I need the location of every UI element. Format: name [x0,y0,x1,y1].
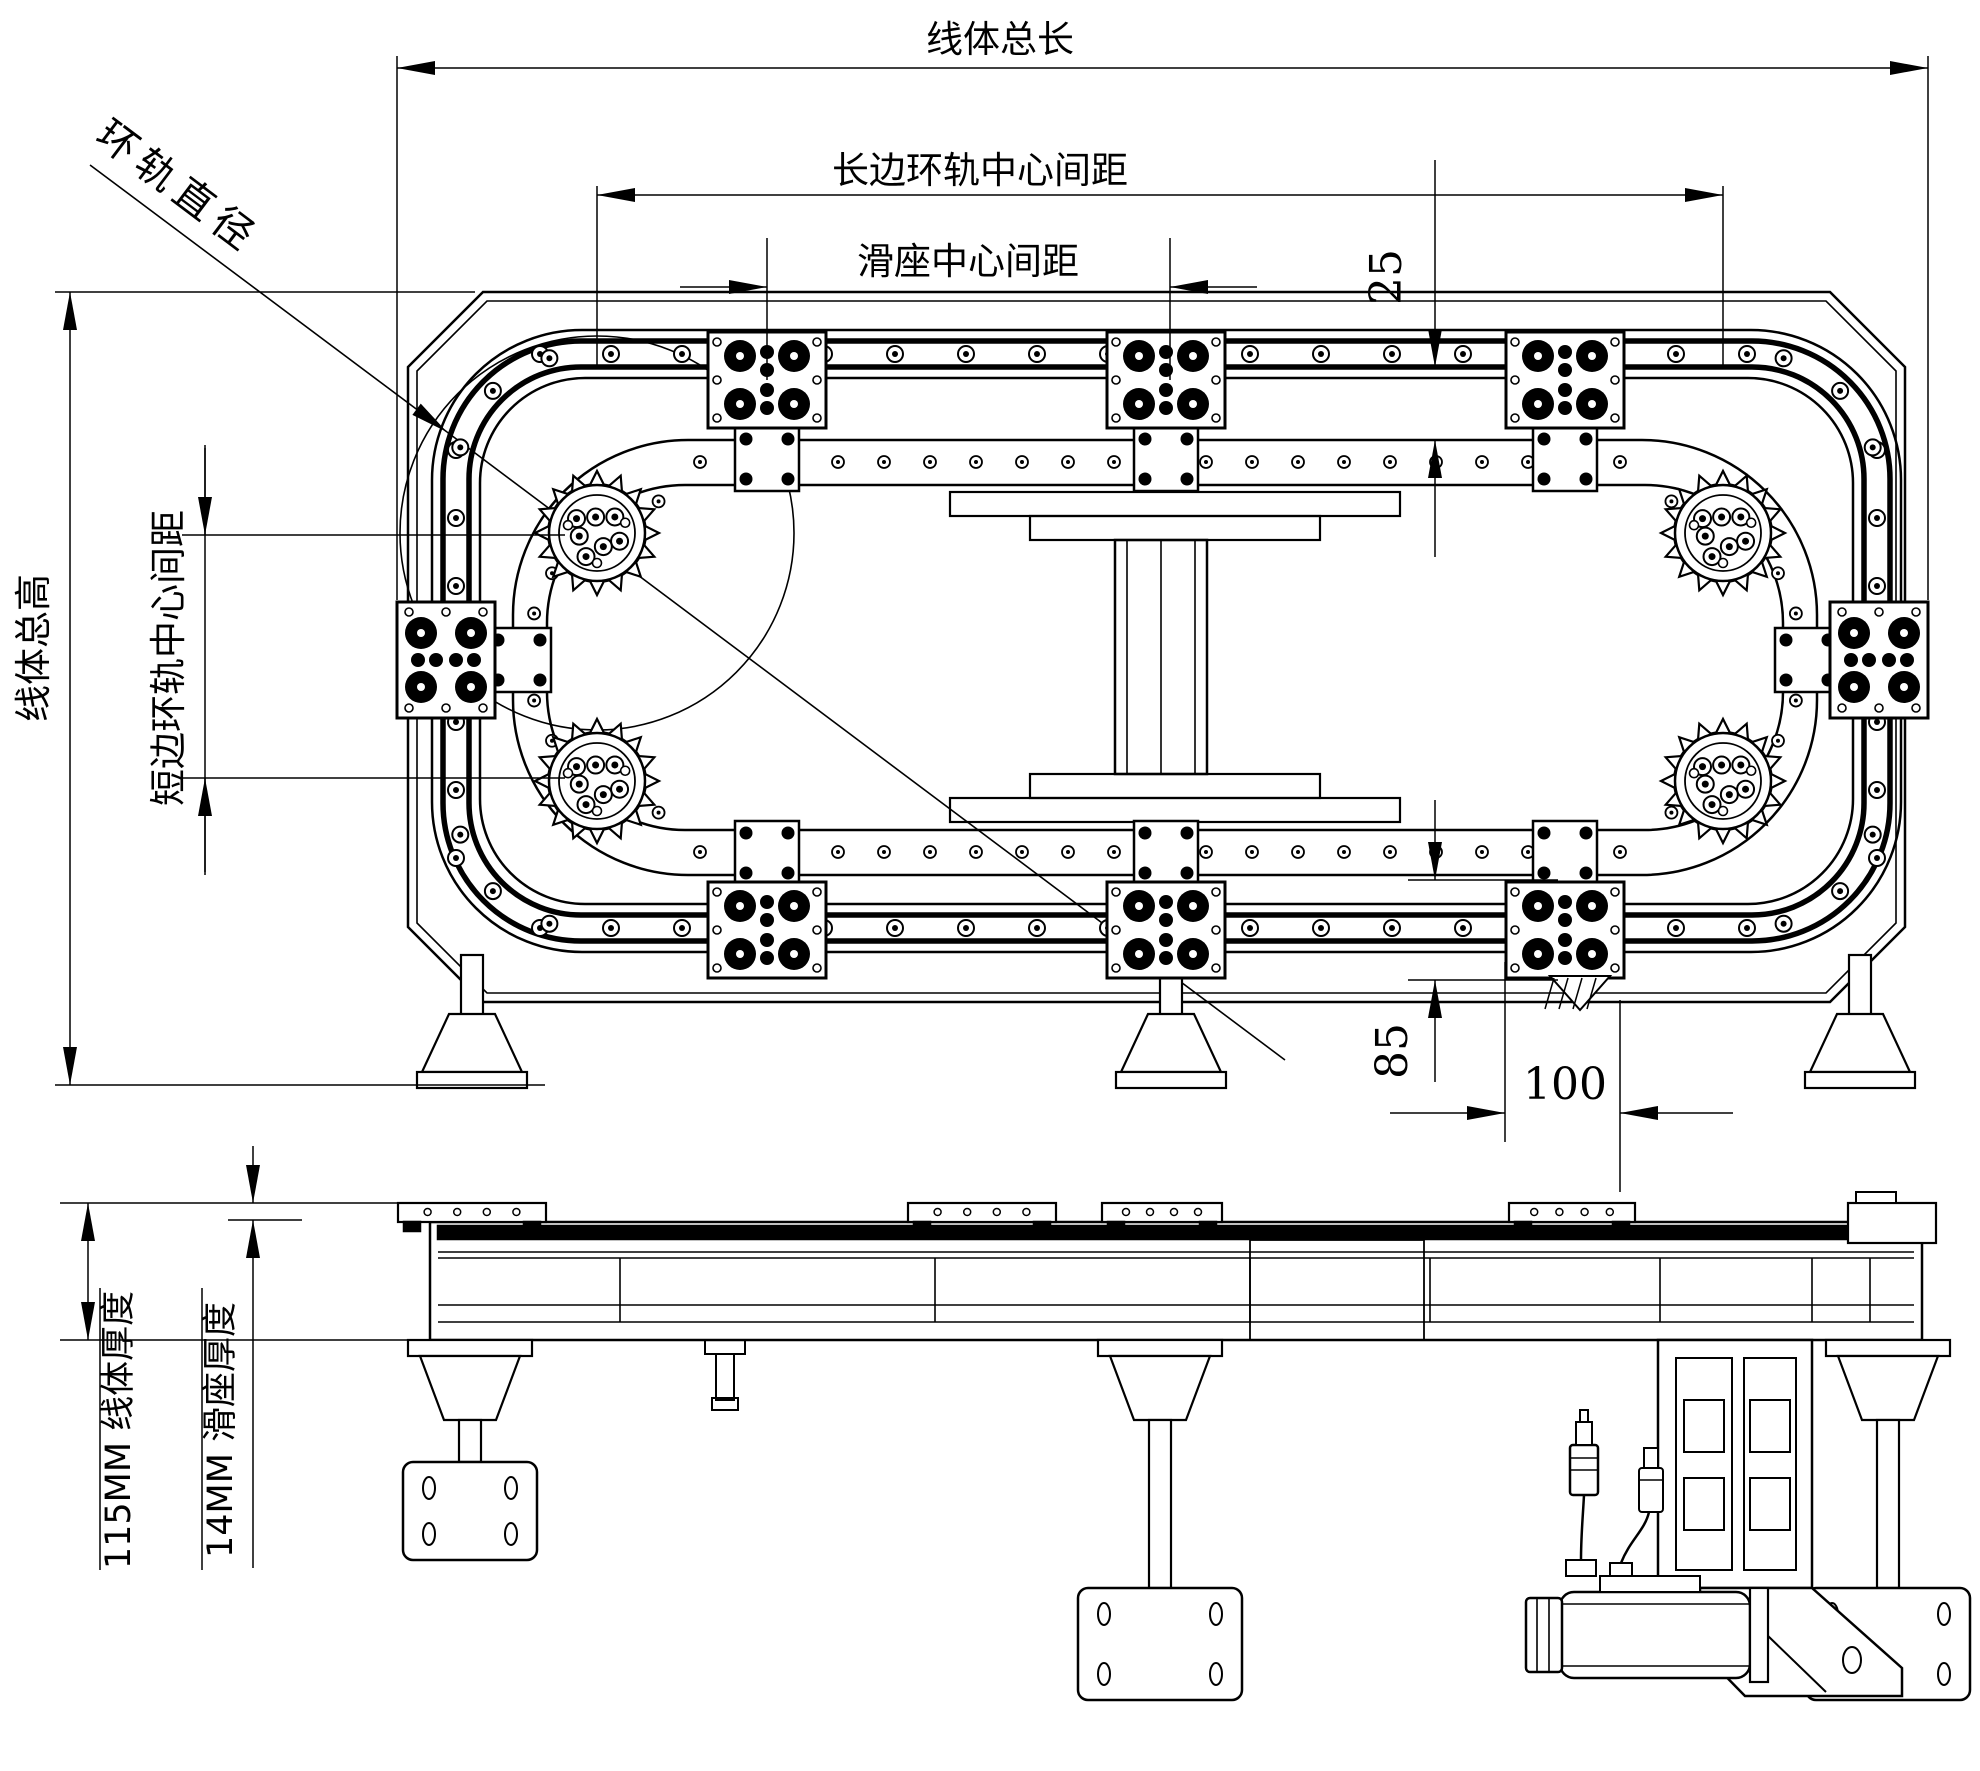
dim-label-slider-center-distance: 滑座中心间距 [857,240,1079,283]
dim-label-short-side-center-distance: 短边环轨中心间距 [147,510,190,806]
slider-plate-side [1100,1201,1224,1233]
dim-label-body-thickness: 115MM 线体厚度 [99,1291,139,1569]
sprocket-wheel [532,468,662,598]
dimensions-plan [55,56,1929,1192]
stand-leg-side [1076,1338,1244,1702]
inner-track-band [511,438,1819,877]
slider-carriage [395,600,497,720]
dim-label-total-height: 线体总高 [12,574,55,722]
dim-label-25: 25 [1361,249,1412,305]
bolt-detail-side [704,1339,746,1411]
dim-label-100: 100 [1523,1059,1607,1110]
dim-label-total-length: 线体总长 [926,18,1074,61]
dimensions-side [60,1146,430,1570]
stand-leg-plan [415,953,529,1090]
drawing-geometry [55,56,1972,1702]
stand-leg-side [401,1338,539,1562]
carriage-connector [733,819,801,887]
sprocket-wheel [1658,468,1788,598]
carriage-connector [1132,425,1200,493]
outer-frame [406,290,1907,1004]
line-body-side [428,1220,1924,1342]
carriage-connector [1531,819,1599,887]
dim-label-slider-thickness: 14MM 滑座厚度 [201,1302,241,1558]
carriage-connector [1132,819,1200,887]
slider-carriage [1105,330,1227,430]
slider-carriage [1504,330,1626,430]
end-cap-side [1846,1191,1938,1245]
stand-leg-plan [1114,953,1228,1090]
carriage-connector [733,425,801,493]
leader-label-ring-rail-diameter: 环轨直径 [87,111,268,263]
side-view [396,1191,1972,1702]
sprocket-wheel [1658,716,1788,846]
carriage-connector [485,626,553,694]
motor-cables [1568,1409,1664,1564]
slider-plate-side [1507,1201,1637,1233]
slider-plate-side [396,1201,548,1233]
carriage-connector [1531,425,1599,493]
slider-carriage [1828,600,1930,720]
servo-motor [1524,1559,1770,1684]
sprocket-wheel [532,716,662,846]
slider-carriage [706,880,828,980]
plan-view [89,164,1930,1090]
stand-leg-plan [1803,953,1917,1090]
stand-leg-side [1804,1338,1972,1702]
slider-carriage [1504,880,1626,980]
drive-unit-side [1524,1338,1904,1698]
center-support-structure [948,490,1402,824]
dim-label-long-side-center-distance: 长边环轨中心间距 [832,149,1128,192]
slider-carriage [1105,880,1227,980]
slider-plate-side [906,1201,1058,1233]
hatched-wedge [1544,975,1613,1012]
dim-label-85: 85 [1367,1023,1418,1079]
